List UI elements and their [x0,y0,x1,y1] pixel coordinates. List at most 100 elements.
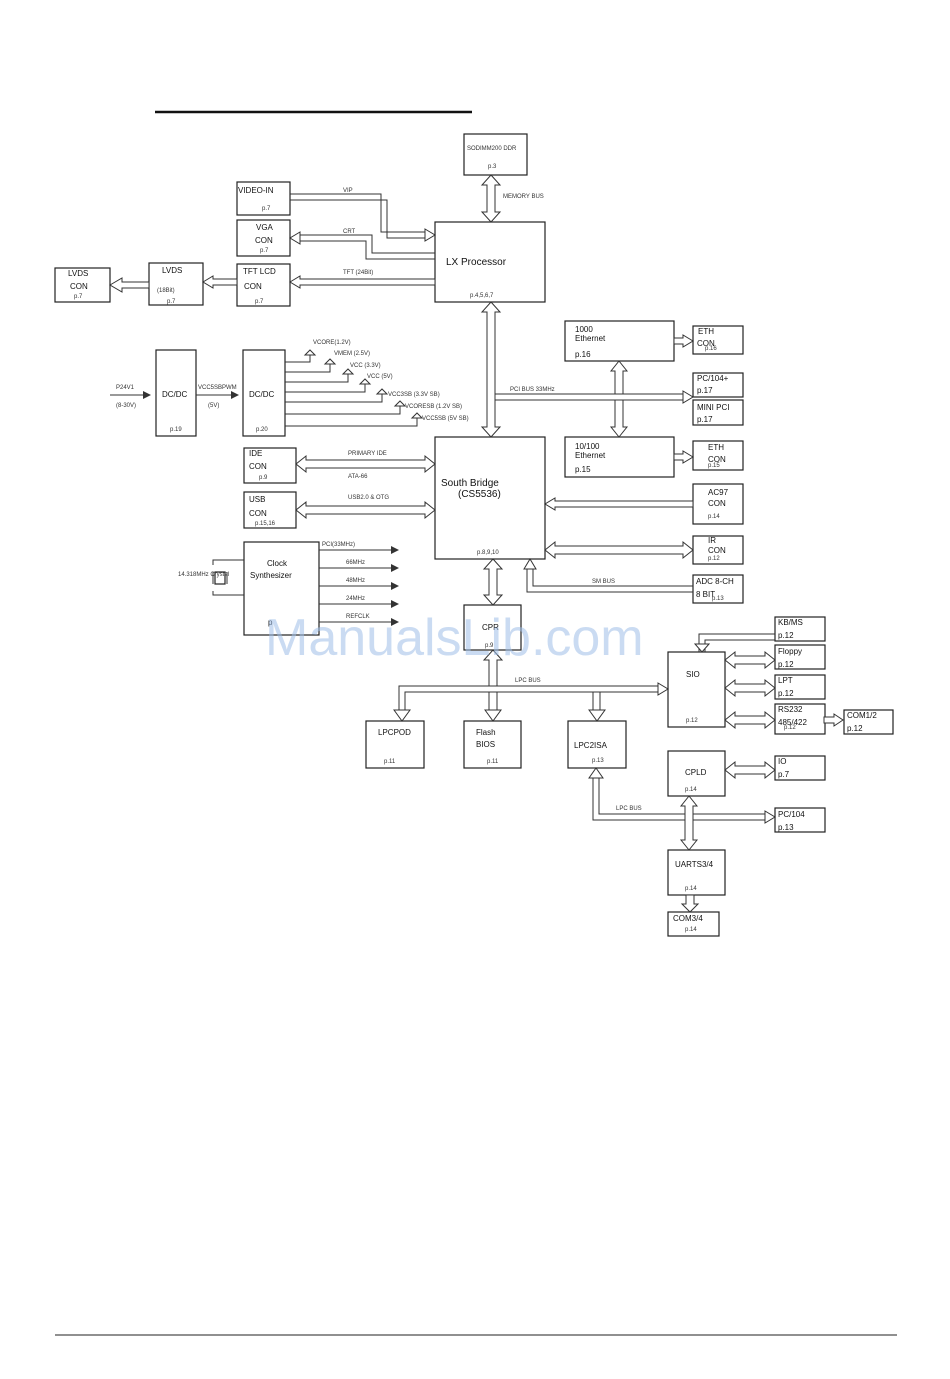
sodimm-page: p.3 [488,164,497,170]
ir-block: IR CON p.12 [692,535,744,565]
adc-page: p.13 [712,596,724,602]
eth1000-page: p.16 [575,350,591,359]
ac97-sub: CON [708,499,726,508]
lpt-page: p.12 [778,689,794,698]
primary-ide-label: PRIMARY IDE [348,451,387,457]
ac97-block: AC97 CON p.14 [692,483,744,525]
lvds-con-block: LVDS CON p.7 [54,267,111,303]
eth-con-2-block: ETH CON p.15 [692,440,744,471]
floppy-block: Floppy p.12 [774,644,826,670]
eth10100-sub: Ethernet [575,451,606,460]
cpr-label: CPR [482,623,499,632]
adc-sub: 8 BIT [696,590,715,599]
minipci-page: p.17 [697,415,713,424]
cpld-page: p.14 [685,787,697,793]
clock-output-label: REFCLK [346,614,370,620]
sio-block: SIO p.12 [667,651,726,728]
clock-output-label: 48MHz [346,578,365,584]
vcc5sbpwm-label: VCC5SBPWM [198,385,237,391]
sodimm-label: SODIMM200 DDR [467,146,517,152]
tft-to-lvds-arrow [202,275,238,289]
crt-connection: CRT [289,229,435,260]
ide-label: IDE [249,449,262,458]
south-to-ac97-arrow [544,497,694,511]
south-label: South Bridge [441,478,499,489]
uarts-com34-arrow [680,894,700,913]
rail-label: VCC (3.3V) [350,363,381,369]
rs232-page: p.12 [784,725,796,731]
adc-label: ADC 8-CH [696,577,734,586]
com34-page: p.14 [685,927,697,933]
sm-bus-connection: SM BUS [523,558,693,593]
crystal: 14.318MHz Crystal [178,559,244,596]
clock-output-label: 24MHz [346,596,365,602]
v5-label: (5V) [208,403,219,409]
south-bridge-block: South Bridge (CS5536) p.8,9,10 [434,436,546,560]
lx-label: LX Processor [446,257,507,268]
clock-label: Clock [267,559,288,568]
cpld-block: CPLD p.14 [667,750,726,797]
eth10100-page: p.15 [575,465,591,474]
vip-connection: VIP [290,188,436,242]
eth-con-2-page: p.15 [708,463,720,469]
usb-sub: CON [249,509,267,518]
pci-bus-label: PCI BUS 33MHz [510,387,555,393]
com12-block: COM1/2 p.12 [843,709,894,735]
uarts-page: p.14 [685,886,697,892]
vga-sub: CON [255,236,273,245]
floppy-page: p.12 [778,660,794,669]
rail-label: VCC3SB (3.3V SB) [388,392,440,398]
com12-label: COM1/2 [847,711,877,720]
com12-page: p.12 [847,724,863,733]
sio-kbms-line-b [704,639,775,652]
sodimm-block: SODIMM200 DDR p.3 [463,133,528,176]
io-page: p.7 [778,770,790,779]
eth1000-block: 1000 Ethernet p.16 [564,320,675,362]
eth-con-2-label: ETH [708,443,724,452]
lpc-bus-label: LPC BUS [515,678,541,684]
rs232-sub: 485/422 [778,718,807,727]
eth1000-sub: Ethernet [575,334,606,343]
io-block: IO p.7 [774,755,826,781]
usb-block: USB CON p.15,16 [243,491,297,529]
cpr-page: p.9 [485,643,494,649]
eth-con-1-sub: CON [697,339,715,348]
sio-kbms-arrow [693,643,711,653]
clock-output-label: PCI(33MHz) [322,542,355,548]
ir-page: p.12 [708,556,720,562]
lvds-con-page: p.7 [74,294,83,300]
lvds-block: LVDS (18Bit) p.7 [148,262,204,306]
lx-page: p.4,5,6,7 [470,293,494,299]
rail-label: VMEM (2.5V) [334,351,370,357]
lx-processor-block: LX Processor p.4,5,6,7 [434,221,546,303]
com34-label: COM3/4 [673,914,703,923]
eth1000-label: 1000 [575,325,593,334]
dcdc2-block: DC/DC p.20 [242,349,286,437]
uarts-label: UARTS3/4 [675,860,714,869]
pci-to-eth1000-arrow [609,360,629,395]
ide-block: IDE CON p.9 [243,447,297,484]
vip-label: VIP [343,188,353,194]
vga-label: VGA [256,223,274,232]
p24v1-label: P24V1 [116,385,135,391]
ata66-label: ATA-66 [348,474,368,480]
usb-connection: USB2.0 & OTG [295,495,436,520]
rs232-com12-arrow [823,713,844,727]
sio-rs232-arrow [724,710,776,730]
memory-bus-arrow: MEMORY BUS [480,174,544,223]
rail-label: VCORE(1.2V) [313,340,351,346]
lvds-con-sub: CON [70,282,88,291]
eth-con-1-page: p.16 [705,346,717,352]
cpr-block: CPR p.9 [463,604,522,651]
com34-block: COM3/4 p.14 [667,911,720,937]
flash-bios-block: Flash BIOS p.11 [463,720,522,769]
eth1000-to-con-arrow [673,334,694,348]
lpt-label: LPT [778,676,793,685]
cpld-label: CPLD [685,768,707,777]
ide-page: p.9 [259,475,268,481]
tft-lcd-block: TFT LCD CON p.7 [236,263,291,307]
dcdc1-label: DC/DC [162,390,188,399]
flash-sub: BIOS [476,740,495,749]
pc104-block: PC/104 p.13 [774,807,826,833]
